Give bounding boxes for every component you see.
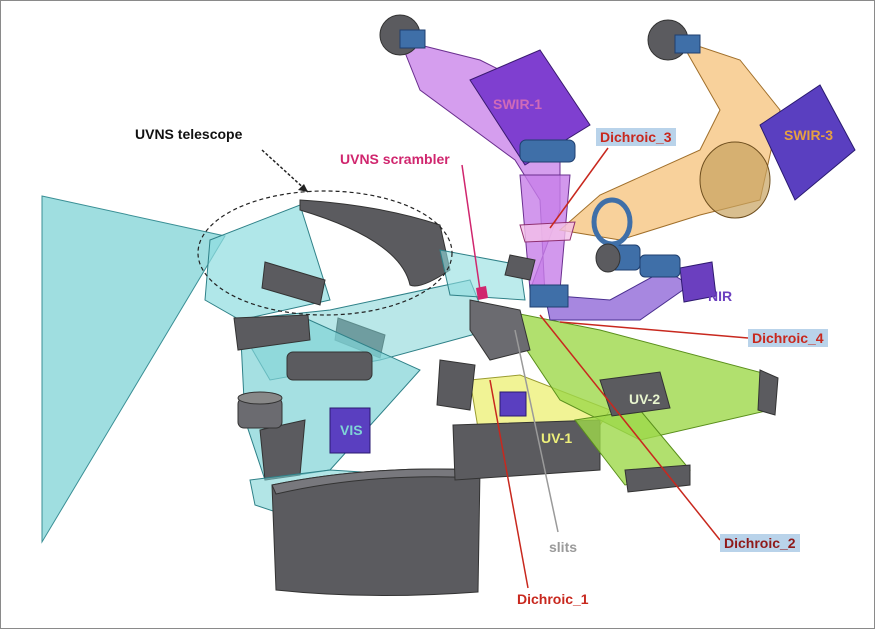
swir1-ring (519, 139, 576, 163)
scrambler-beam (439, 249, 526, 301)
nir-ring (595, 243, 621, 273)
uv2-housing (599, 371, 671, 417)
vis-detector-cylinder (237, 391, 283, 429)
uv1-label: UV-1 (541, 430, 573, 446)
dichroic1-label: Dichroic_1 (517, 591, 589, 607)
slits-leader (514, 329, 559, 533)
dichroic2-leader (539, 314, 721, 541)
slits-label: slits (549, 539, 578, 555)
grey-beam-block (504, 254, 536, 281)
dichroic4-leader (559, 321, 749, 339)
dichroic1-leader (489, 379, 529, 589)
telescope-mirror-2 (261, 261, 326, 306)
swir3-cooler (647, 19, 701, 61)
uv1-housing (452, 419, 601, 481)
telescope-outline-ellipse (197, 190, 453, 316)
uvns-scrambler-label: UVNS scrambler (340, 151, 450, 167)
swir3-detector (759, 84, 856, 201)
swir3-ring (591, 197, 633, 247)
vis-detector-housing (259, 419, 306, 481)
uv2-label: UV-2 (629, 391, 661, 407)
uv1-mirror (436, 359, 476, 411)
vis-detector-square (329, 407, 371, 454)
swir3-label: SWIR-3 (784, 127, 833, 143)
uv2-mirror (757, 369, 779, 416)
telescope-primary-mirror (299, 199, 451, 287)
scrambler (476, 286, 488, 300)
vis-mirror-2 (286, 351, 373, 381)
uv-detector-square (499, 391, 527, 417)
nir-label: NIR (708, 288, 733, 304)
vis-label: VIS (340, 422, 363, 438)
vis-mirror-1 (233, 314, 311, 351)
dichroic4-label: Dichroic_4 (748, 329, 828, 347)
swir1-cooler (379, 14, 426, 56)
nir-detector (679, 261, 717, 303)
dichroic3-leader (549, 147, 609, 229)
uv2-detector (624, 464, 691, 493)
scrambler-leader (461, 164, 481, 291)
swir3-lens (699, 141, 771, 219)
central-block (529, 284, 569, 308)
uvns-telescope-arrow (261, 149, 309, 193)
dichroic-3-plate (519, 221, 576, 243)
dichroic3-label: Dichroic_3 (596, 128, 676, 146)
telescope-entrance-beam (41, 195, 226, 544)
slit-block (469, 299, 531, 361)
uvns-telescope-label: UVNS telescope (135, 126, 243, 142)
swir1-detector (469, 49, 591, 166)
dichroic2-label: Dichroic_2 (720, 534, 800, 552)
swir1-label: SWIR-1 (493, 96, 542, 112)
